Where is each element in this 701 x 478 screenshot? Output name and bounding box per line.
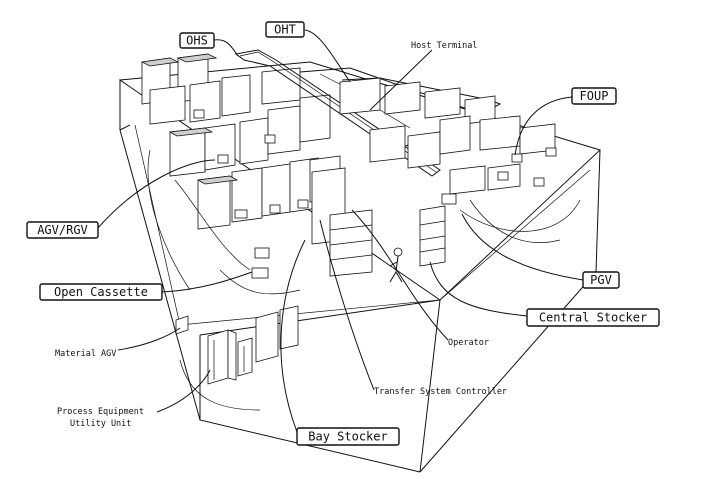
label-foup: FOUP: [571, 87, 617, 105]
label-oht: OHT: [265, 21, 305, 38]
label-bay-stocker-text: Bay Stocker: [308, 430, 387, 444]
label-pgv: PGV: [582, 271, 620, 289]
label-operator: Operator: [448, 338, 489, 348]
label-process-equipment-line1: Process Equipment: [57, 407, 144, 417]
label-ohs-text: OHS: [186, 34, 208, 48]
label-agv-rgv-text: AGV/RGV: [37, 223, 88, 237]
stockers: [311, 167, 446, 283]
label-central-stocker-text: Central Stocker: [539, 311, 647, 325]
transport-paths: [147, 149, 581, 411]
utility-floor-equipment: [175, 305, 299, 385]
leader-lines: [96, 29, 584, 433]
label-host-terminal: Host Terminal: [411, 41, 478, 51]
label-transfer-system-controller: Transfer System Controller: [374, 387, 507, 397]
label-process-equipment-line2: Utility Unit: [70, 419, 131, 429]
label-agv-rgv: AGV/RGV: [26, 221, 99, 239]
label-foup-text: FOUP: [580, 89, 609, 103]
label-pgv-text: PGV: [590, 273, 612, 287]
label-oht-text: OHT: [274, 23, 296, 37]
label-bay-stocker: Bay Stocker: [296, 427, 400, 446]
process-equipment-blocks: [140, 53, 341, 279]
label-open-cassette-text: Open Cassette: [54, 285, 148, 299]
label-ohs: OHS: [179, 32, 215, 49]
label-material-agv: Material AGV: [55, 349, 116, 359]
label-central-stocker: Central Stocker: [526, 308, 660, 327]
label-open-cassette: Open Cassette: [39, 283, 163, 301]
right-bay-equipment: [339, 77, 557, 205]
